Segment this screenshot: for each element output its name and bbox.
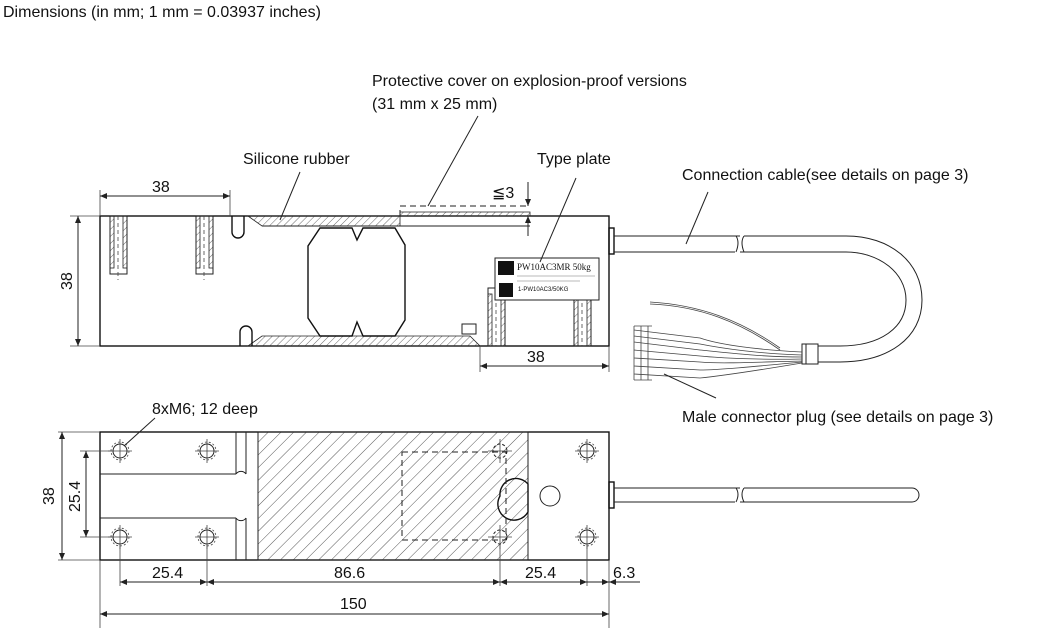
- bottom-view: 8xM6; 12 deep 38 25.4: [41, 401, 920, 628]
- label-silicone-rubber: Silicone rubber: [243, 151, 350, 168]
- center-cutout: [307, 227, 406, 337]
- dim-label-overall: 150: [340, 596, 367, 613]
- dim-bottom-row: 25.4 86.6 25.4 6.3 150: [99, 545, 640, 628]
- dim-label-top-left: 38: [152, 179, 170, 196]
- leader-connection-cable: [685, 191, 709, 245]
- connection-cable-plan: [614, 487, 920, 503]
- label-thread-spec: 8xM6; 12 deep: [152, 401, 258, 418]
- type-plate-model: PW10AC3MR 50kg: [517, 262, 591, 272]
- top-view: PW10AC3MR 50kg 1-PW10AC3/50KG: [59, 73, 993, 426]
- dim-label-hole-v: 25.4: [67, 481, 84, 512]
- leader-type-plate: [539, 177, 577, 263]
- dim-label-cable-offset: 6.3: [613, 565, 635, 582]
- cover-outline-plan: [401, 451, 507, 541]
- label-protective-cover-1: Protective cover on explosion-proof vers…: [372, 73, 687, 90]
- dim-label-cover-thickness: ≦3: [492, 185, 514, 202]
- male-connector-plug: [633, 325, 652, 381]
- slot-lines: [100, 473, 236, 519]
- dim-label-top-height: 38: [59, 272, 76, 290]
- dim-bottom-height-38: 38: [41, 431, 100, 561]
- cable-gland: [608, 227, 615, 255]
- hole-icon-6: [575, 439, 599, 463]
- dim-top-left-38: 38: [99, 179, 231, 216]
- connection-cable: [614, 235, 923, 379]
- dim-label-top-right: 38: [527, 349, 545, 366]
- hole-icon-5: [488, 439, 512, 463]
- leader-thread-spec: [123, 417, 156, 447]
- silicone-rubber-bottom: [246, 335, 481, 347]
- type-plate-serial: 1-PW10AC3/50KG: [518, 287, 569, 293]
- leader-protective-cover: [427, 115, 479, 207]
- label-male-connector: Male connector plug (see details on page…: [682, 409, 993, 426]
- dim-label-bottom-height: 38: [41, 487, 58, 505]
- round-hole: [539, 485, 561, 507]
- protective-cover-outline: [399, 205, 528, 216]
- hatched-region: [257, 431, 529, 561]
- hole-icon-2: [195, 439, 219, 463]
- label-protective-cover-2: (31 mm x 25 mm): [372, 96, 497, 113]
- cable-cutout: [497, 477, 529, 521]
- dim-cover-thickness: ≦3: [492, 182, 531, 236]
- label-type-plate: Type plate: [537, 151, 611, 168]
- dim-top-right-38: 38: [479, 346, 610, 372]
- dim-label-middle: 86.6: [334, 565, 365, 582]
- mounting-holes: [108, 439, 599, 549]
- slot-notch-bottom: [239, 325, 253, 346]
- dim-label-hole-left: 25.4: [152, 565, 183, 582]
- slot-notch-top: [231, 216, 245, 239]
- dim-label-hole-right: 25.4: [525, 565, 556, 582]
- type-plate: PW10AC3MR 50kg 1-PW10AC3/50KG: [494, 257, 600, 301]
- dim-bottom-hole-v: 25.4: [67, 450, 112, 538]
- leader-male-connector: [663, 373, 717, 399]
- silicone-rubber-top: [246, 211, 531, 227]
- threaded-holes-left: [109, 215, 214, 280]
- leader-silicone-rubber: [279, 171, 301, 221]
- cable-gland-plan: [608, 481, 615, 509]
- dim-top-height-38: 38: [59, 215, 100, 347]
- drawing-title: Dimensions (in mm; 1 mm = 0.03937 inches…: [3, 4, 321, 21]
- label-connection-cable: Connection cable(see details on page 3): [682, 167, 968, 184]
